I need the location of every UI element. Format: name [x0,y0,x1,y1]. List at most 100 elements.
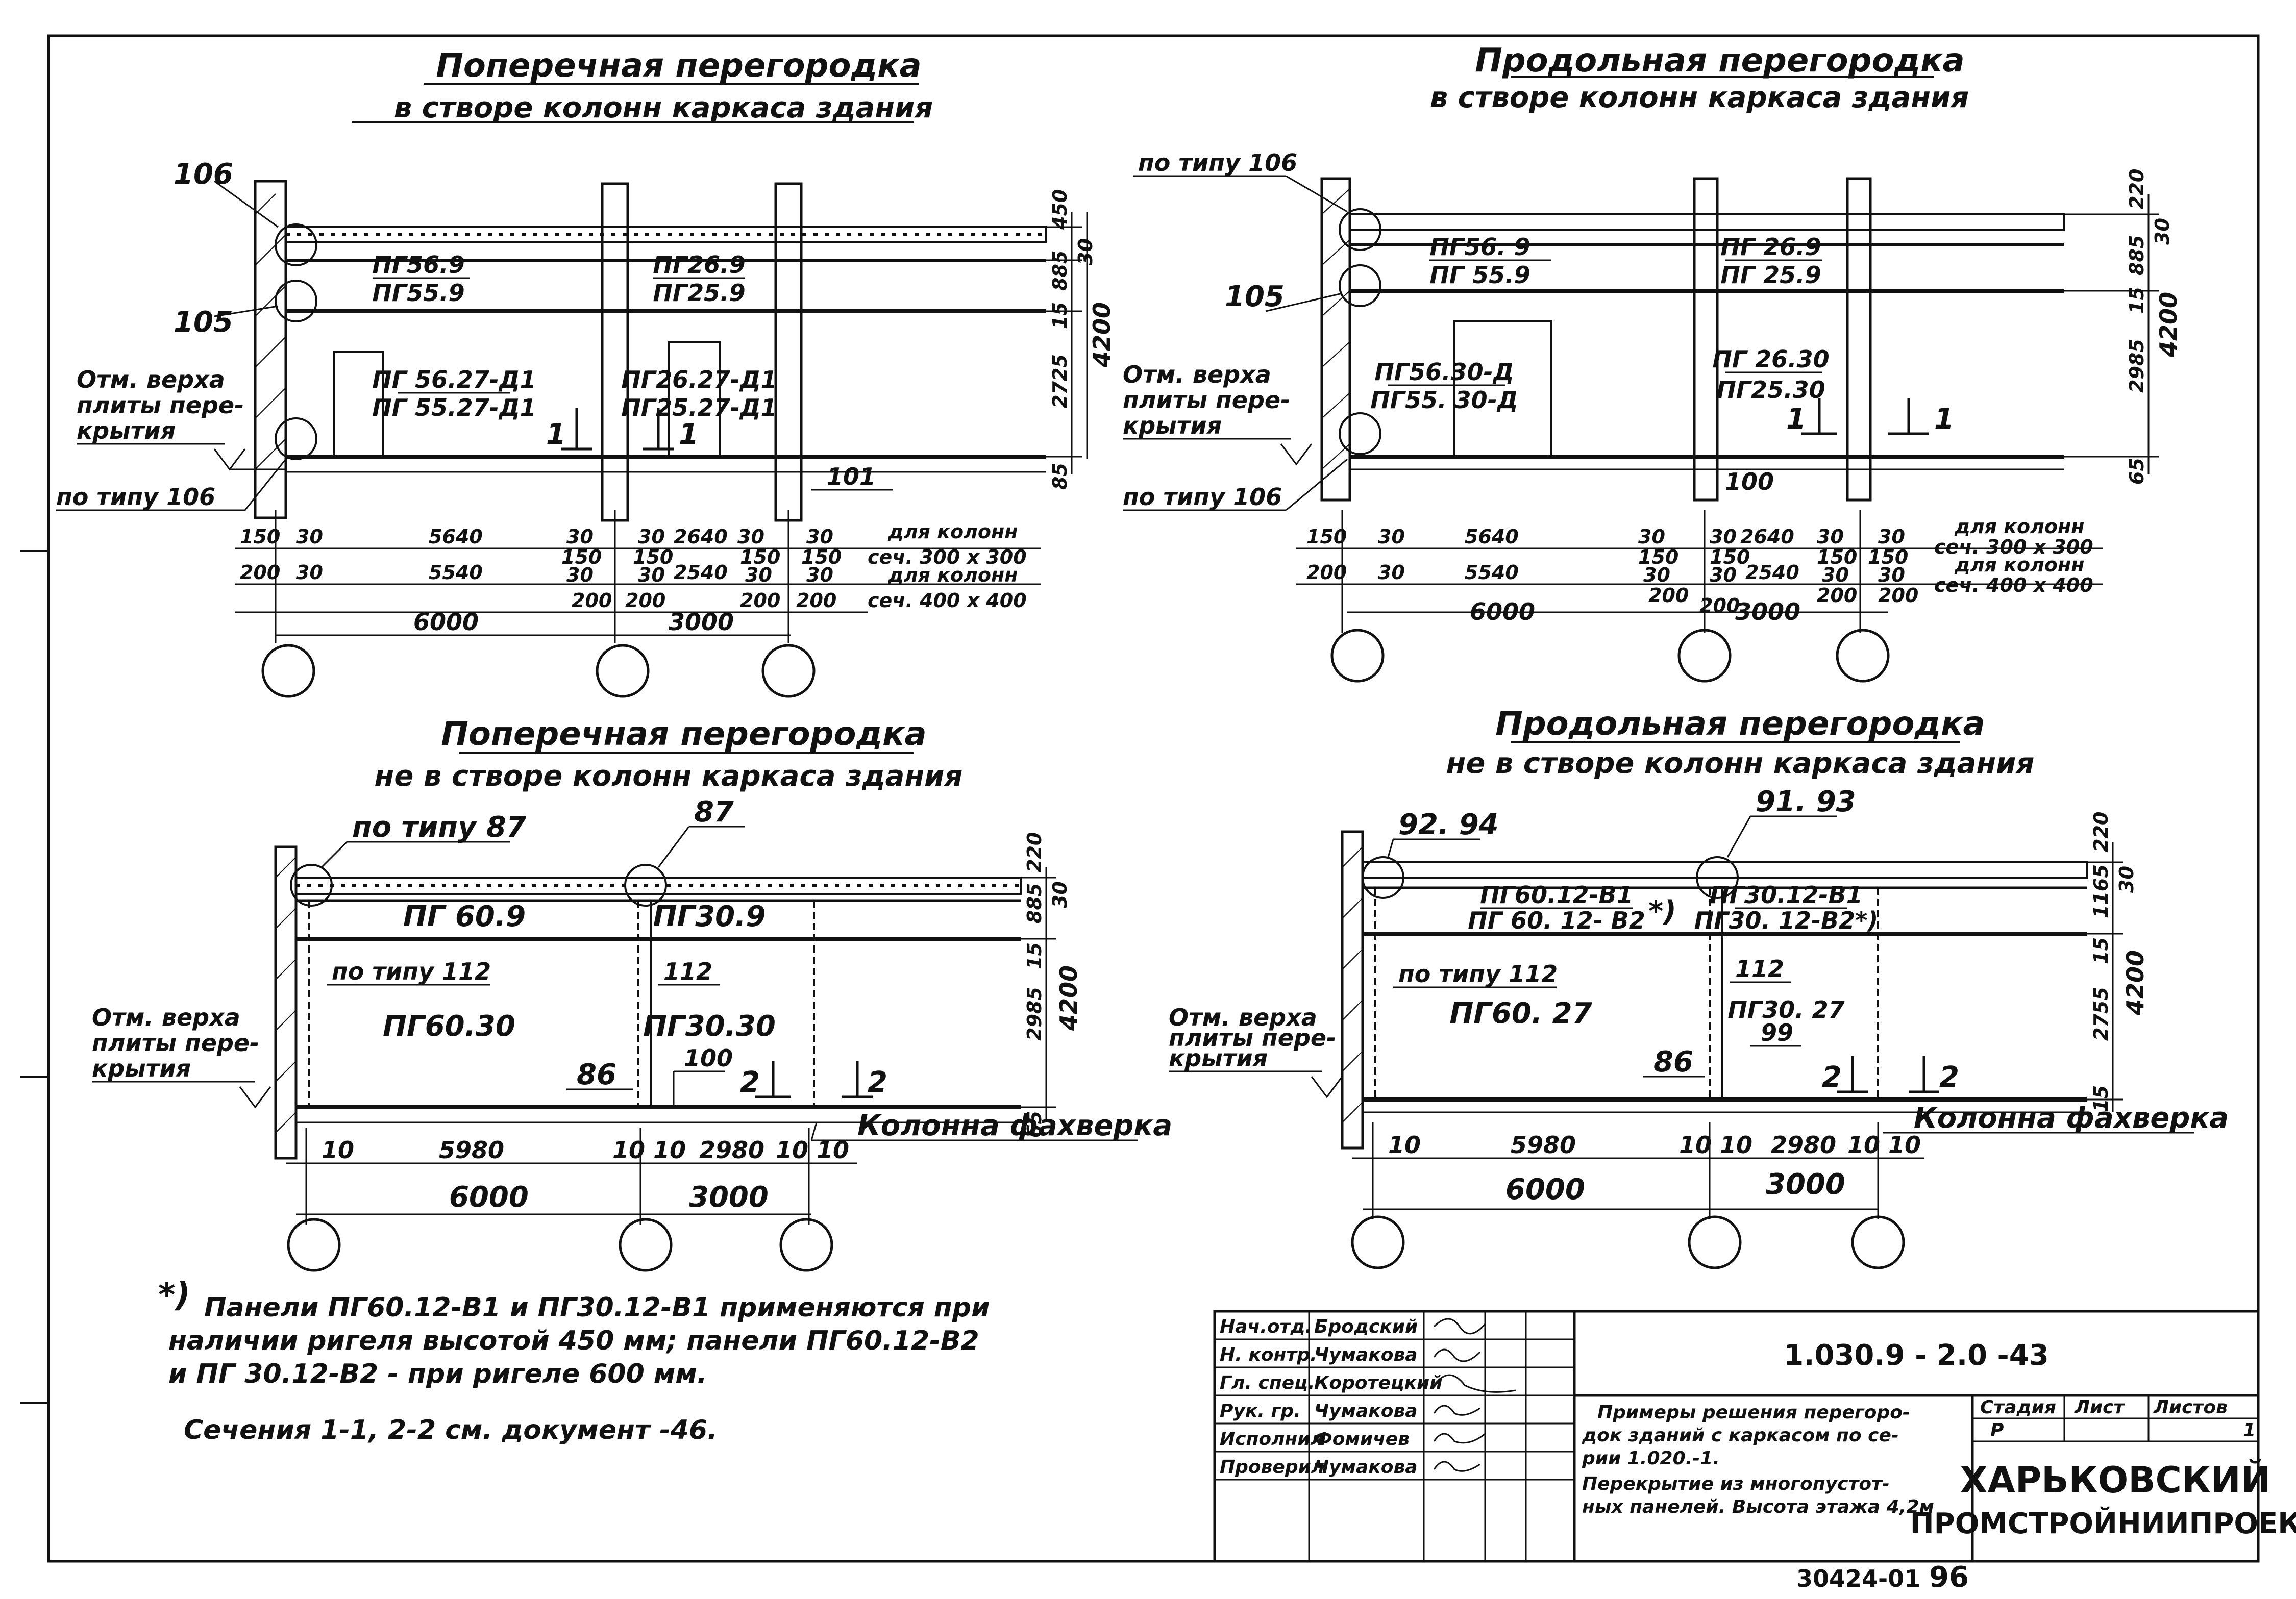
svg-text:Р: Р [1990,1420,2004,1441]
svg-text:150: 150 [1868,546,1908,568]
svg-text:2985: 2985 [1023,987,1046,1041]
svg-text:30: 30 [566,564,594,586]
svg-text:ПГ25.27-Д1: ПГ25.27-Д1 [621,394,777,421]
svg-text:105: 105 [1225,280,1285,313]
svg-text:10: 10 [653,1136,686,1164]
svg-text:2640: 2640 [1740,526,1794,548]
svg-text:Бродский: Бродский [1314,1316,1418,1337]
svg-text:ПГ56.9: ПГ56.9 [372,251,464,279]
svg-text:6000: 6000 [413,608,479,636]
svg-text:30: 30 [566,526,594,548]
svg-text:Листов: Листов [2153,1397,2228,1418]
svg-text:Коротецкий: Коротецкий [1314,1372,1443,1393]
svg-text:1: 1 [546,418,566,451]
view-subtitle: в створе колонн каркаса здания [394,91,933,124]
svg-text:ПГ 56.27-Д1: ПГ 56.27-Д1 [372,366,536,393]
svg-text:1165: 1165 [2090,864,2112,918]
svg-text:30: 30 [296,526,323,548]
sheet-frame [47,34,2260,1563]
signature [1433,1318,1486,1335]
svg-text:6000: 6000 [1505,1173,1585,1206]
svg-text:Фомичев: Фомичев [1314,1429,1410,1450]
svg-text:для колонн: для колонн [1954,515,2085,538]
svg-text:ПГ26.27-Д1: ПГ26.27-Д1 [621,366,777,393]
svg-text:1: 1 [2243,1420,2256,1441]
svg-text:220: 220 [2090,812,2112,852]
svg-text:сеч. 300 х 300: сеч. 300 х 300 [1934,536,2093,558]
signature [1433,1433,1486,1444]
svg-text:6000: 6000 [449,1181,529,1214]
svg-text:30: 30 [806,526,833,548]
svg-text:ПГ60.12-В1: ПГ60.12-В1 [1480,881,1633,909]
svg-text:Поперечная перегородка: Поперечная перегородка [441,715,926,753]
svg-text:10: 10 [1847,1131,1880,1159]
svg-text:2540: 2540 [1745,561,1799,584]
svg-text:30: 30 [1074,238,1097,265]
svg-text:Панели ПГ60.12-В1 и ПГ30.12-В1: Панели ПГ60.12-В1 и ПГ30.12-В1 применяют… [204,1292,990,1323]
svg-text:150: 150 [1306,526,1347,548]
svg-text:30: 30 [1822,564,1849,586]
view-title: Поперечная перегородка [436,47,921,85]
svg-text:ПГ56.30-Д: ПГ56.30-Д [1374,358,1514,386]
svg-text:Колонна фахверка: Колонна фахверка [1914,1102,2229,1135]
svg-text:по типу 112: по типу 112 [1398,960,1558,988]
svg-text:30: 30 [1638,526,1665,548]
svg-text:2980: 2980 [699,1136,764,1164]
svg-text:30: 30 [1049,881,1071,908]
svg-text:200: 200 [740,589,780,612]
svg-text:885: 885 [2126,235,2148,276]
svg-text:30: 30 [1710,526,1737,548]
svg-text:5540: 5540 [429,561,483,584]
notes: *) Панели ПГ60.12-В1 и ПГ30.12-В1 примен… [158,1277,990,1445]
svg-text:Исполнил: Исполнил [1220,1429,1324,1450]
svg-text:ПГ30.12-В1: ПГ30.12-В1 [1710,881,1862,909]
door [333,351,384,458]
svg-text:по типу 106: по типу 106 [1123,483,1282,511]
svg-text:3000: 3000 [1766,1168,1845,1201]
svg-text:86: 86 [577,1058,616,1091]
svg-text:*): *) [1648,895,1676,928]
signature [1433,1405,1480,1416]
svg-text:87: 87 [694,795,734,829]
signature [1433,1374,1516,1393]
column-right [774,182,803,522]
svg-text:Чумакова: Чумакова [1314,1401,1418,1421]
svg-text:30: 30 [2115,866,2138,893]
svg-text:30: 30 [296,561,323,584]
svg-text:30: 30 [1817,526,1844,548]
svg-text:ПГ 26.30: ПГ 26.30 [1712,345,1829,373]
svg-text:2980: 2980 [1771,1131,1836,1159]
svg-text:наличии ригеля высотой 450 мм;: наличии ригеля высотой 450 мм; панели ПГ… [168,1326,979,1356]
svg-text:Отм. верха: Отм. верха [1123,361,1271,388]
svg-text:ПГ 60.9: ПГ 60.9 [403,900,526,933]
svg-text:ПГ26.9: ПГ26.9 [653,251,745,279]
svg-text:15: 15 [2090,937,2112,964]
svg-text:для колонн: для колонн [1954,554,2085,576]
svg-text:200: 200 [1878,584,1918,607]
svg-text:по типу 106: по типу 106 [1138,149,1297,177]
svg-text:86: 86 [1653,1045,1693,1079]
svg-text:105: 105 [174,306,233,339]
svg-text:плиты пере-: плиты пере- [77,391,244,419]
svg-text:91. 93: 91. 93 [1756,785,1856,818]
svg-text:*): *) [158,1277,190,1314]
title-block: Нач.отд. Бродский Н. контр. Чумакова Гл.… [1213,1310,2296,1563]
svg-text:не в створе колонн каркаса зда: не в створе колонн каркаса здания [375,760,963,793]
view-longitudinal-in-column-line: Продольная перегородка в створе колонн к… [1123,42,2182,683]
svg-text:15: 15 [1049,302,1071,329]
svg-text:ПГ30.9: ПГ30.9 [653,900,766,933]
svg-text:ПГ60.30: ПГ60.30 [383,1010,515,1043]
svg-text:885: 885 [1049,251,1071,291]
svg-text:Отм. верха: Отм. верха [77,366,225,393]
svg-text:3000: 3000 [669,608,734,636]
svg-text:Отм. верха: Отм. верха [1169,1004,1317,1031]
svg-text:ПГ 55.9: ПГ 55.9 [1429,261,1530,289]
svg-text:15: 15 [1023,942,1046,969]
svg-text:1.030.9 - 2.0 -43: 1.030.9 - 2.0 -43 [1784,1339,2048,1372]
svg-text:92. 94: 92. 94 [1398,808,1499,841]
svg-text:30: 30 [2151,218,2174,245]
svg-text:200: 200 [1648,584,1689,607]
svg-text:Гл. спец.: Гл. спец. [1220,1372,1315,1393]
svg-text:ПГ 25.9: ПГ 25.9 [1720,261,1821,289]
